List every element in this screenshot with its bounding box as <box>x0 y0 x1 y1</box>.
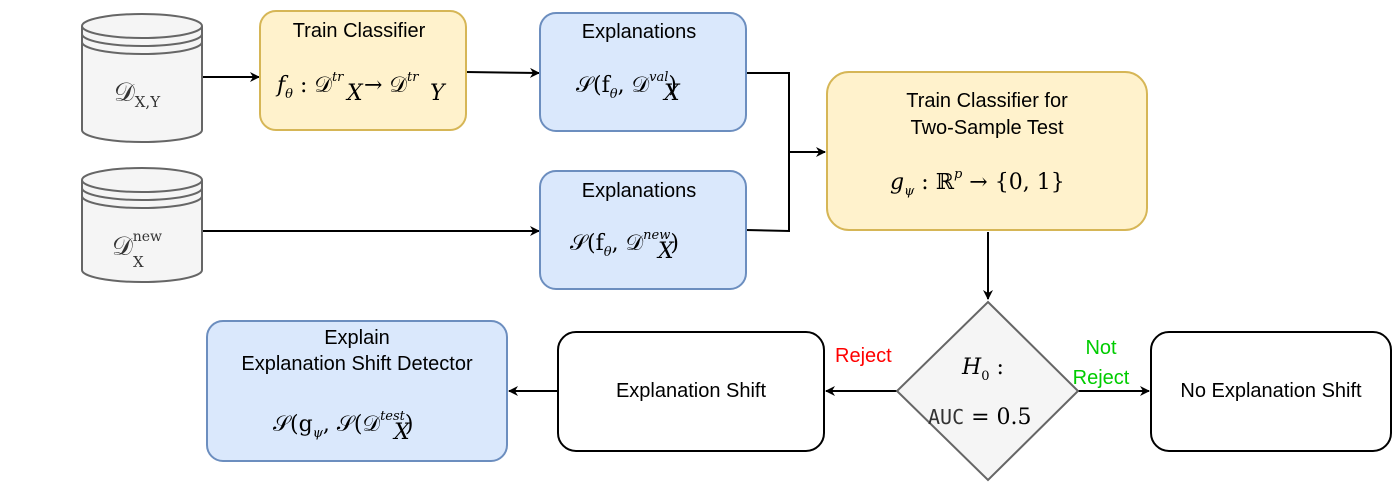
explanations-new-title: Explanations <box>582 180 697 202</box>
dataset-train-subscript: X,Y <box>135 93 161 111</box>
dataset-new-superscript: new <box>133 229 162 245</box>
two-sample-classifier-box: Train Classifier for Two-Sample Test gψ … <box>826 71 1148 231</box>
dataset-new-cylinder: 𝒟new X <box>81 167 203 283</box>
explain-detector-title-line1: Explain <box>324 327 390 349</box>
train-classifier-sub-x: X <box>345 81 364 106</box>
edge-label-not: Not <box>1085 337 1117 359</box>
decision-diamond: H0 : AUC = 0.5 <box>895 300 1080 482</box>
explanation-shift-box: Explanation Shift <box>557 331 825 452</box>
edge-explanations-val-to-merge <box>746 72 790 152</box>
train-classifier-formula-right: → 𝒟tr <box>364 70 419 98</box>
svg-text:𝒟X,Y: 𝒟X,Y <box>114 78 161 111</box>
explain-detector-box: Explain Explanation Shift Detector 𝒮(gψ,… <box>206 320 508 462</box>
explanations-val-formula: 𝒮(fθ, 𝒟val) <box>576 70 677 102</box>
decision-hypothesis: H0 : <box>961 355 1004 384</box>
two-sample-title-line2: Two-Sample Test <box>910 117 1063 139</box>
edge-label-reject: Reject <box>835 345 892 367</box>
svg-text:X: X <box>133 253 144 271</box>
train-classifier-formula: fθ : 𝒟tr <box>275 70 344 102</box>
explanations-val-title: Explanations <box>582 21 697 43</box>
explanations-new-box: Explanations 𝒮(fθ, 𝒟new) X <box>539 170 747 290</box>
two-sample-formula: gψ : ℝp → {0, 1} <box>890 167 1065 199</box>
train-classifier-box: Train Classifier fθ : 𝒟tr X → 𝒟tr Y <box>259 10 467 131</box>
svg-text:𝒟new: 𝒟new <box>112 229 162 262</box>
explanations-val-box: Explanations 𝒮(fθ, 𝒟val) X <box>539 12 747 132</box>
train-classifier-title: Train Classifier <box>293 20 426 42</box>
explain-detector-formula: 𝒮(gψ, 𝒮(𝒟test) <box>273 409 413 441</box>
no-explanation-shift-label: No Explanation Shift <box>1180 380 1362 402</box>
dataset-train-symbol: 𝒟 <box>114 78 135 108</box>
explain-detector-title-line2: Explanation Shift Detector <box>241 353 473 375</box>
explanations-new-sub-x: X <box>656 239 675 264</box>
dataset-new-symbol: 𝒟 <box>112 232 133 262</box>
train-classifier-sub-y: Y <box>430 81 447 106</box>
explanation-shift-label: Explanation Shift <box>616 380 767 402</box>
two-sample-title-line1: Train Classifier for <box>906 90 1068 112</box>
edge-label-not-reject: Reject <box>1073 367 1130 389</box>
decision-auc: AUC = 0.5 <box>928 405 1032 430</box>
explanations-val-sub-x: X <box>662 81 681 106</box>
dataset-new-subscript: X <box>133 253 144 271</box>
dataset-train-cylinder: 𝒟X,Y <box>81 13 203 143</box>
explanations-new-formula: 𝒮(fθ, 𝒟new) <box>570 228 679 260</box>
edge-explanations-new-to-merge <box>745 152 790 233</box>
explain-detector-sub-x: X <box>392 420 411 445</box>
edges <box>202 67 1150 396</box>
no-explanation-shift-box: No Explanation Shift <box>1150 331 1392 452</box>
edge-classifier-to-explanations-val <box>465 67 540 78</box>
